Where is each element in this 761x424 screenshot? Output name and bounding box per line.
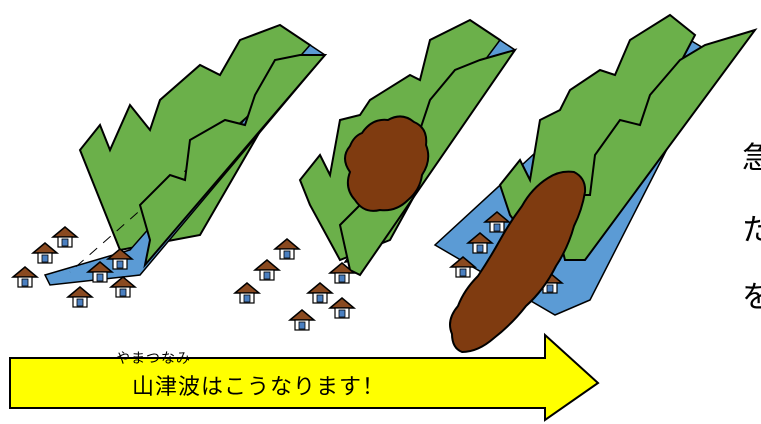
mudflow-icon [449, 170, 587, 354]
stage-mudflow [433, 13, 758, 354]
side-text-1: 急 [742, 141, 761, 176]
arrow-icon [9, 332, 600, 422]
stage-landslide [234, 18, 518, 331]
caption-text: 山津波はこうなります！ [132, 375, 386, 400]
side-text-3: を [742, 280, 761, 315]
caption-ruby: やまつなみ [116, 351, 191, 367]
stage-before [12, 23, 328, 308]
landslide-mud-icon [344, 115, 430, 212]
side-text-2: た [742, 213, 761, 248]
mountain-front-icon [138, 54, 328, 269]
